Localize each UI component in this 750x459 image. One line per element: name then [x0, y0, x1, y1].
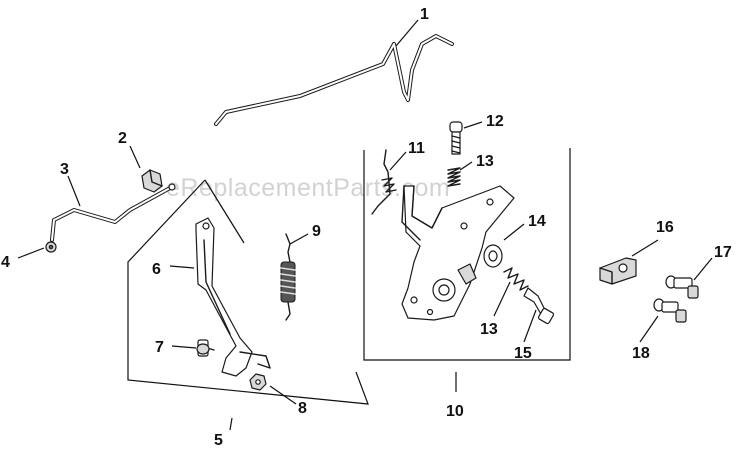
callout-17: 17: [714, 244, 732, 261]
part-18-bolt[interactable]: [653, 298, 687, 323]
callout-8: 8: [298, 400, 307, 417]
part-16-bracket[interactable]: [599, 257, 637, 285]
part-1-rod[interactable]: [214, 34, 454, 126]
part-3-link-rod[interactable]: [50, 183, 176, 242]
callout-4: 4: [1, 254, 10, 271]
callout-15: 15: [514, 345, 532, 362]
callout-1: 1: [420, 6, 429, 23]
part-6-lever[interactable]: [195, 217, 271, 377]
callout-9: 9: [312, 223, 321, 240]
callout-11: 11: [408, 140, 425, 157]
part-4-grommet[interactable]: [45, 241, 57, 253]
part-8-nut[interactable]: [249, 373, 267, 391]
callout-18: 18: [632, 345, 650, 362]
callout-13-upper: 13: [476, 153, 494, 170]
callout-2: 2: [118, 130, 127, 147]
part-15-bolt[interactable]: [523, 287, 555, 325]
part-13-spring-upper[interactable]: [447, 167, 461, 187]
part-13-spring-lower[interactable]: [503, 267, 529, 291]
callout-14: 14: [528, 213, 546, 230]
callout-12: 12: [486, 113, 504, 130]
part-12-screw[interactable]: [449, 121, 463, 155]
callout-5: 5: [214, 432, 223, 449]
callout-16: 16: [656, 219, 674, 236]
part-7-screw[interactable]: [196, 339, 215, 357]
part-10-bracket-plate[interactable]: [401, 185, 515, 321]
callout-3: 3: [60, 161, 69, 178]
callout-10: 10: [446, 403, 464, 420]
part-9-spring[interactable]: [280, 233, 296, 321]
callout-6: 6: [152, 261, 161, 278]
watermark-text: eReplacementParts.com: [166, 174, 450, 202]
callouts: 1 2 3 4 6 7 8 9 5 11 12 13 14 13 15 10 1…: [1, 6, 732, 449]
callout-7: 7: [155, 339, 164, 356]
part-17-bolt[interactable]: [665, 275, 699, 299]
group-10-frame: [363, 148, 571, 361]
callout-13-lower: 13: [480, 321, 498, 338]
part-14-washer[interactable]: [483, 244, 503, 268]
leader-lines: [17, 19, 713, 431]
part-11-spring-rod[interactable]: [371, 149, 397, 215]
part-2-clip[interactable]: [141, 169, 163, 193]
group-5-frame: [127, 179, 369, 405]
